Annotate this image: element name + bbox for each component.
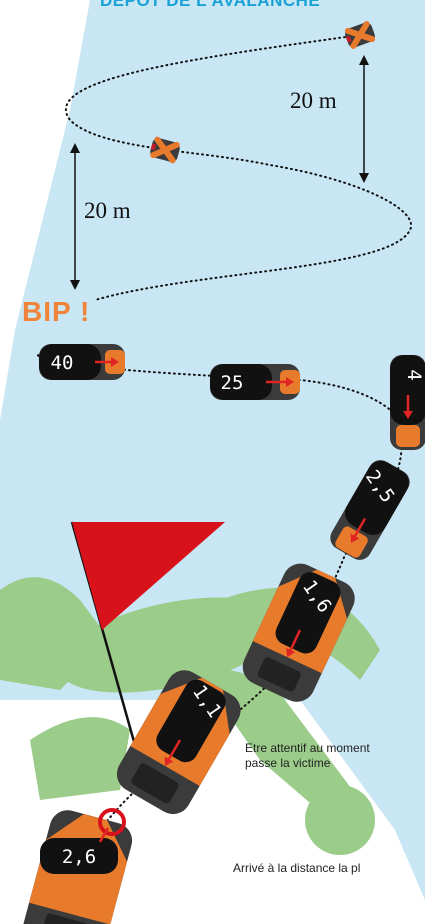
bip-label: BIP !: [22, 296, 90, 328]
distance-label-lower: 20 m: [84, 198, 131, 223]
display-25: 25: [221, 372, 244, 394]
display-40: 40: [51, 352, 74, 374]
distance-label-upper: 20 m: [290, 88, 337, 113]
diagram-title: DEPOT DE L'AVALANCHE: [100, 0, 400, 11]
note-attentive-line2: passe la victime: [245, 756, 330, 771]
display-2-6: 2,6: [62, 846, 96, 868]
display-4: 4: [403, 369, 425, 380]
note-arrived: Arrivé à la distance la pl: [233, 861, 360, 876]
note-attentive-line1: Etre attentif au moment: [245, 741, 370, 756]
